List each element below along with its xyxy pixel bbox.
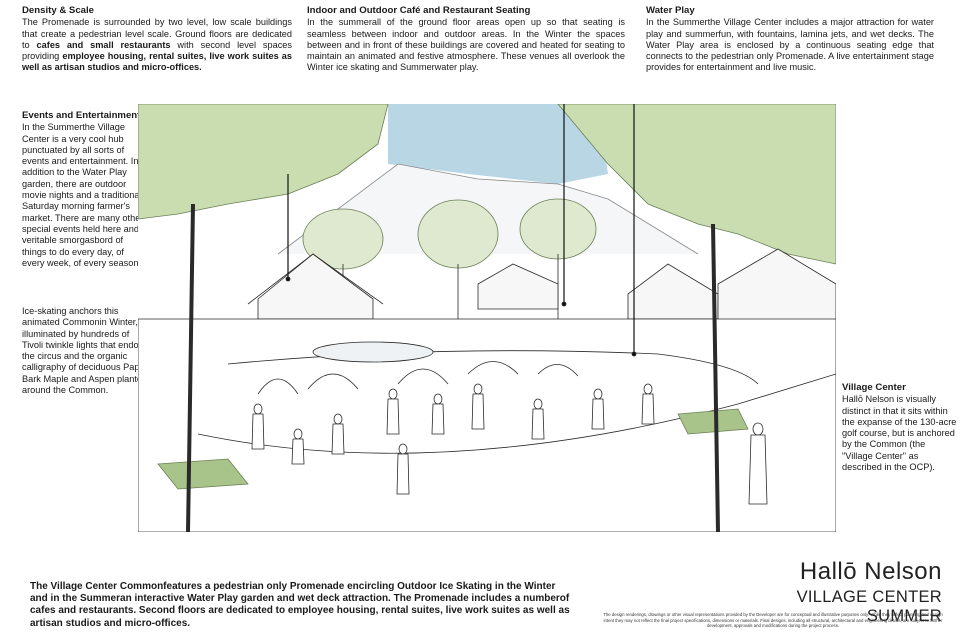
tree-trunk bbox=[186, 203, 195, 532]
tree-canopy bbox=[519, 198, 597, 260]
building-center bbox=[477, 263, 559, 310]
grass-patch bbox=[677, 408, 749, 435]
village-center-sketch bbox=[138, 104, 836, 532]
bottom-caption: The Village Center Commonfeatures a pede… bbox=[30, 581, 570, 629]
promenade-edge bbox=[197, 373, 836, 454]
people bbox=[251, 383, 768, 505]
indoor-outdoor-text: In the summerall of the ground floor are… bbox=[307, 17, 625, 73]
fountain-jet bbox=[257, 378, 299, 395]
water-play-title: Water Play bbox=[646, 5, 695, 16]
tree-canopy bbox=[417, 199, 499, 269]
village-center-title: Village Center bbox=[842, 382, 906, 393]
right-canopy bbox=[557, 104, 836, 265]
density-scale-text: The Promenade is surrounded by two level… bbox=[22, 17, 292, 73]
callout-dot bbox=[285, 276, 291, 282]
callout-dot bbox=[561, 301, 567, 307]
events-text: In the Summerthe Village Center is a ver… bbox=[22, 122, 147, 268]
tree-trunk bbox=[711, 223, 720, 532]
fountain-jet bbox=[537, 364, 579, 377]
density-bold-a: cafes and small restaurants bbox=[36, 39, 171, 50]
brand-subtitle: VILLAGE CENTER SUMMER bbox=[796, 588, 942, 625]
plaza-ground bbox=[138, 318, 836, 532]
events-title: Events and Entertainment bbox=[22, 110, 141, 121]
fountain-jet bbox=[307, 373, 359, 390]
disclaimer: The design renderings, drawings or other… bbox=[603, 612, 943, 629]
events-block: Events and Entertainment In the Summerth… bbox=[22, 110, 148, 269]
indoor-outdoor-block: Indoor and Outdoor Café and Restaurant S… bbox=[307, 5, 625, 74]
ice-skating-block: Ice-skating anchors this animated Common… bbox=[22, 306, 148, 396]
village-center-text: Hallō Nelson is visually distinct in tha… bbox=[842, 394, 957, 473]
density-text-b: with second level spaces providing bbox=[22, 39, 293, 62]
fountain-stage bbox=[312, 341, 434, 363]
building-left-roof bbox=[247, 253, 384, 305]
fountain-jet bbox=[397, 368, 449, 385]
density-scale-block: Density & Scale The Promenade is surroun… bbox=[22, 5, 292, 74]
callout-dot bbox=[631, 351, 637, 357]
village-center-block: Village Center Hallō Nelson is visually … bbox=[842, 382, 957, 473]
density-bold-b: employee housing, rental suites, live wo… bbox=[22, 51, 292, 73]
ice-skating-text: Ice-skating anchors this animated Common… bbox=[22, 306, 148, 396]
water-play-block: Water Play In the Summerthe Village Cent… bbox=[646, 5, 934, 74]
brand-name: Hallō Nelson bbox=[799, 558, 942, 585]
indoor-outdoor-title: Indoor and Outdoor Café and Restaurant S… bbox=[307, 5, 531, 16]
density-text-a: The Promenade is surrounded by two level… bbox=[22, 17, 292, 50]
density-scale-title: Density & Scale bbox=[22, 5, 94, 16]
sky-tint bbox=[388, 104, 608, 184]
water-play-text: In the Summerthe Village Center includes… bbox=[646, 17, 934, 73]
grass-patch bbox=[157, 458, 249, 490]
brand-block: Hallō Nelson VILLAGE CENTER SUMMER bbox=[720, 558, 942, 626]
fountain-jet bbox=[467, 361, 519, 375]
